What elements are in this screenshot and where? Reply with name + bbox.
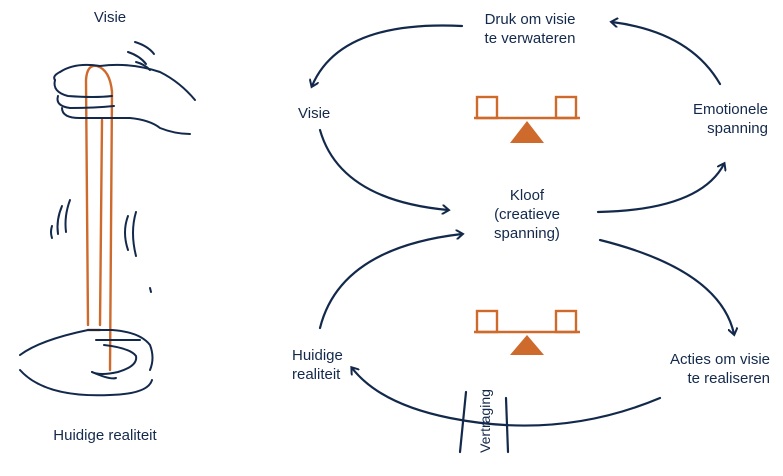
motion-dot xyxy=(149,287,152,293)
node-gap-line2: (creatieve xyxy=(494,206,560,223)
hands-rubber-band-icon xyxy=(19,41,196,397)
upper-hand-back xyxy=(59,63,196,101)
seesaw-icon xyxy=(474,95,580,143)
lower-hand-finger xyxy=(91,371,117,380)
motion-mark-6 xyxy=(50,225,53,239)
arrow-gap-to-tension xyxy=(596,164,724,214)
node-pressure-line2: te verwateren xyxy=(484,30,576,47)
rubber-band-inner xyxy=(98,118,104,327)
node-pressure-line1: Druk om visie xyxy=(484,11,576,28)
motion-mark-1 xyxy=(134,41,155,55)
node-actions-line1: Acties om visie xyxy=(669,351,770,368)
seesaw-bottom-right-box xyxy=(554,309,578,334)
node-emotional-tension-line1: Emotionele xyxy=(692,101,768,118)
node-gap-line3: spanning) xyxy=(494,225,560,242)
motion-mark-5 xyxy=(64,199,71,233)
node-gap-line1: Kloof xyxy=(509,187,545,204)
arrow-tension-to-pressure xyxy=(612,22,722,86)
upper-hand-finger2 xyxy=(56,95,115,109)
motion-mark-8 xyxy=(132,211,137,257)
upper-hand-finger1 xyxy=(53,79,113,98)
seesaw-top-pivot xyxy=(510,121,544,143)
motion-mark-2 xyxy=(127,51,147,65)
node-current-reality: Huidige realiteit xyxy=(292,346,372,384)
delay-label: Vertraging xyxy=(477,389,493,453)
arrow-reality-to-gap xyxy=(318,234,462,330)
left-label-vision: Visie xyxy=(93,9,127,26)
node-actions: Acties om visie te realiseren xyxy=(620,350,770,388)
arrow-pressure-to-vision xyxy=(312,24,464,87)
node-current-reality-line1: Huidige xyxy=(292,347,343,364)
upper-hand-tip xyxy=(53,71,61,81)
motion-mark-3 xyxy=(135,61,151,71)
seesaw-top-left-box xyxy=(475,95,499,120)
seesaw-bottom-pivot xyxy=(510,335,544,355)
seesaw-bottom-left-box xyxy=(475,309,499,334)
lower-hand-top xyxy=(19,329,154,371)
seesaw-icon xyxy=(474,309,580,355)
seesaw-top-right-box xyxy=(554,95,578,120)
arrow-actions-to-reality xyxy=(352,368,662,427)
motion-mark-4 xyxy=(56,205,63,235)
node-actions-line2: te realiseren xyxy=(687,370,770,387)
node-emotional-tension: Emotionele spanning xyxy=(650,100,768,138)
delay-bar-left xyxy=(458,390,468,454)
node-gap: Kloof (creatieve spanning) xyxy=(477,186,577,243)
lower-hand-thumb xyxy=(91,344,138,375)
node-vision: Visie xyxy=(298,105,331,122)
delay-bar-right xyxy=(504,396,510,454)
lower-hand-palm xyxy=(19,369,153,397)
upper-hand-palm xyxy=(61,107,191,135)
left-label-current-reality: Huidige realiteit xyxy=(53,427,157,444)
node-current-reality-line2: realiteit xyxy=(292,366,341,383)
arrow-gap-to-actions xyxy=(598,238,734,334)
node-pressure: Druk om visie te verwateren xyxy=(455,10,605,48)
node-emotional-tension-line2: spanning xyxy=(707,120,768,137)
arrow-vision-to-gap xyxy=(318,128,448,210)
motion-mark-7 xyxy=(124,215,129,251)
